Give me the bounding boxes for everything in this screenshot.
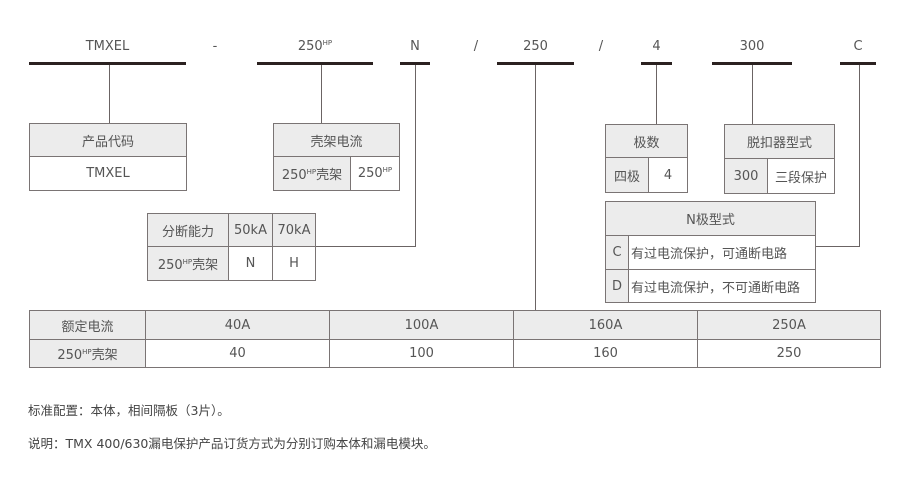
code-segment-poles: 4 bbox=[652, 39, 661, 54]
code-segment-frame: 250HP bbox=[257, 39, 373, 55]
breaking-capacity-col-50ka: 50kA bbox=[228, 213, 273, 247]
code-frame-value: 250 bbox=[297, 39, 323, 54]
connector-n-pole-horizontal bbox=[315, 246, 416, 247]
code-segment-series: TMXEL bbox=[85, 39, 130, 54]
frame-label-sup: HP bbox=[306, 168, 317, 176]
frame-label-suffix: 壳架 bbox=[316, 168, 343, 183]
rc-label-suffix: 壳架 bbox=[91, 348, 118, 363]
code-frame-sup: HP bbox=[322, 39, 333, 47]
code-separator-slash-1: / bbox=[473, 39, 479, 54]
bc-label-sup: HP bbox=[182, 258, 193, 266]
product-code-value: TMXEL bbox=[29, 156, 187, 191]
poles-row-value: 4 bbox=[648, 157, 688, 193]
rated-current-value-250: 250 bbox=[697, 339, 881, 368]
poles-header: 极数 bbox=[605, 124, 688, 158]
note-ordering-description: 说明：TMX 400/630漏电保护产品订货方式为分别订购本体和漏电模块。 bbox=[28, 436, 436, 451]
breaking-capacity-col-70ka: 70kA bbox=[272, 213, 316, 247]
code-segment-trip: 300 bbox=[739, 39, 765, 54]
bar-trip bbox=[712, 62, 792, 65]
rated-current-value-160: 160 bbox=[513, 339, 698, 368]
n-pole-type-box: N极型式 C 有过电流保护，可通断电路 D 有过电流保护，不可通断电路 bbox=[605, 201, 816, 303]
bar-n-type bbox=[840, 62, 876, 65]
note-standard-config: 标准配置：本体，相间隔板（3片）。 bbox=[28, 403, 230, 418]
bar-current bbox=[497, 62, 574, 65]
rated-current-value-100: 100 bbox=[329, 339, 514, 368]
code-separator-dash: - bbox=[212, 39, 218, 54]
code-segment-current: 250 bbox=[523, 39, 548, 54]
bar-n-pole bbox=[400, 62, 430, 65]
frame-current-header: 壳架电流 bbox=[273, 123, 400, 157]
trip-unit-box: 脱扣器型式 300 三段保护 bbox=[724, 124, 835, 194]
bar-poles bbox=[641, 62, 672, 65]
n-pole-code-d: D bbox=[605, 269, 629, 303]
rc-label-sup: HP bbox=[82, 348, 92, 356]
frame-current-box: 壳架电流 250HP壳架 250HP bbox=[273, 123, 400, 191]
rated-current-table: 额定电流 40A 100A 160A 250A 250HP壳架 40 100 1… bbox=[29, 310, 881, 368]
rated-current-col-160a: 160A bbox=[513, 310, 698, 340]
rc-label-num: 250 bbox=[57, 348, 83, 363]
n-pole-type-header: N极型式 bbox=[605, 201, 816, 236]
bc-label-num: 250 bbox=[157, 258, 183, 273]
bar-series bbox=[29, 62, 186, 65]
frame-value-num: 250 bbox=[357, 166, 383, 181]
rated-current-header-label: 额定电流 bbox=[29, 310, 146, 340]
frame-label-num: 250 bbox=[281, 168, 307, 183]
rated-current-col-100a: 100A bbox=[329, 310, 514, 340]
connector-n-type-vertical bbox=[859, 65, 860, 246]
trip-unit-header: 脱扣器型式 bbox=[724, 124, 835, 159]
product-code-header: 产品代码 bbox=[29, 123, 187, 157]
rated-current-row-label: 250HP壳架 bbox=[29, 339, 146, 368]
frame-value-sup: HP bbox=[382, 166, 393, 174]
rated-current-col-40a: 40A bbox=[145, 310, 330, 340]
frame-current-row-label: 250HP壳架 bbox=[273, 156, 351, 191]
code-segment-n-pole: N bbox=[410, 39, 420, 54]
trip-unit-row-value: 三段保护 bbox=[767, 158, 835, 194]
n-pole-desc-d: 有过电流保护，不可通断电路 bbox=[628, 269, 816, 303]
trip-unit-row-label: 300 bbox=[724, 158, 768, 194]
connector-n-type-horizontal bbox=[815, 246, 860, 247]
connector-poles bbox=[656, 65, 657, 124]
poles-box: 极数 四极 4 bbox=[605, 124, 688, 193]
breaking-capacity-row-label: 250HP壳架 bbox=[147, 246, 229, 281]
poles-row-label: 四极 bbox=[605, 157, 649, 193]
connector-series bbox=[109, 65, 110, 123]
connector-current bbox=[535, 65, 536, 310]
rated-current-value-40: 40 bbox=[145, 339, 330, 368]
code-separator-slash-2: / bbox=[598, 39, 604, 54]
breaking-capacity-value-h: H bbox=[272, 246, 316, 281]
connector-frame bbox=[321, 65, 322, 123]
bar-frame bbox=[257, 62, 373, 65]
breaking-capacity-box: 分断能力 50kA 70kA 250HP壳架 N H bbox=[147, 213, 316, 281]
code-segment-n-type: C bbox=[853, 39, 863, 54]
connector-trip bbox=[752, 65, 753, 124]
product-code-box: 产品代码 TMXEL bbox=[29, 123, 187, 191]
n-pole-code-c: C bbox=[605, 235, 629, 270]
breaking-capacity-header: 分断能力 bbox=[147, 213, 229, 247]
bc-label-suffix: 壳架 bbox=[192, 258, 219, 273]
n-pole-desc-c: 有过电流保护，可通断电路 bbox=[628, 235, 816, 270]
rated-current-col-250a: 250A bbox=[697, 310, 881, 340]
connector-n-pole-vertical bbox=[415, 65, 416, 246]
frame-current-row-value: 250HP bbox=[350, 156, 400, 191]
breaking-capacity-value-n: N bbox=[228, 246, 273, 281]
